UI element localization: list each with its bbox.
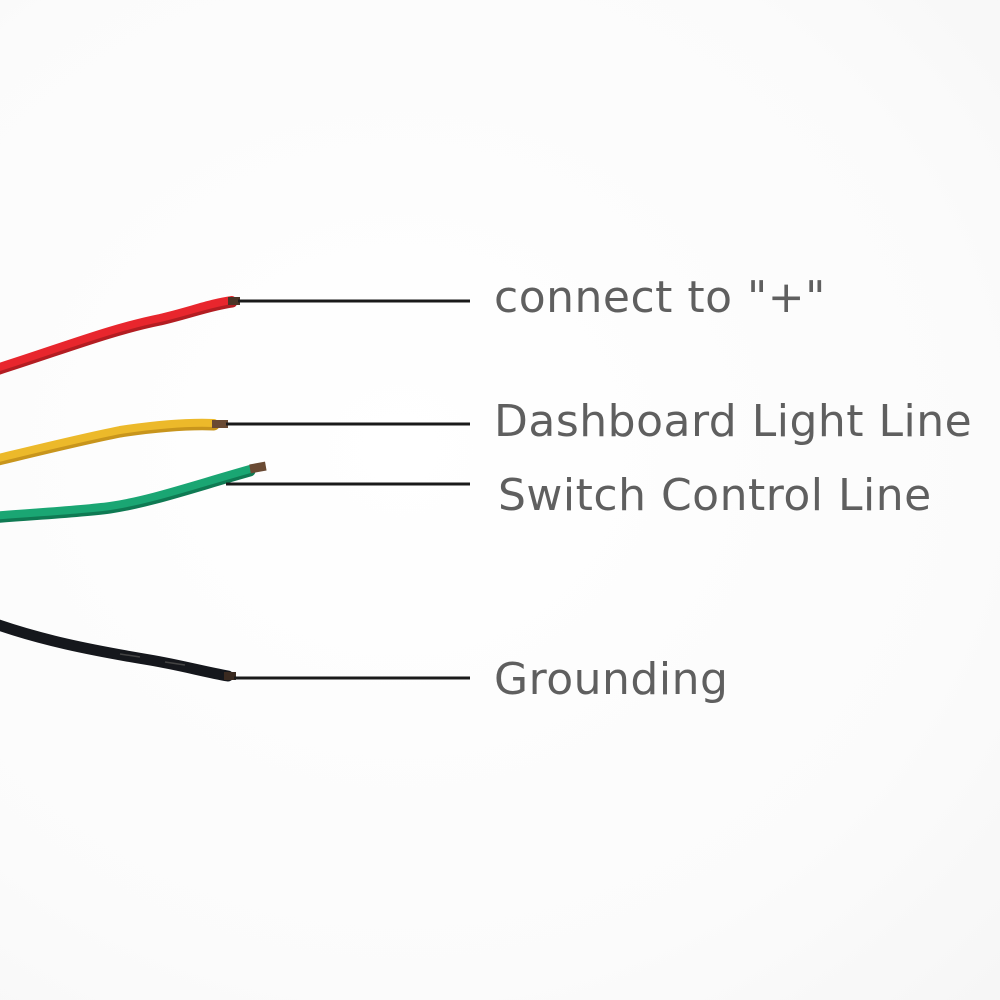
label-positive: connect to "+" <box>494 272 826 323</box>
yellow-wire-tip <box>212 420 228 428</box>
label-dashboard-light-line: Dashboard Light Line <box>494 396 973 447</box>
black-wire <box>0 619 236 682</box>
label-switch-control-line: Switch Control Line <box>498 470 932 521</box>
red-wire <box>0 296 240 375</box>
label-grounding: Grounding <box>494 654 729 705</box>
green-wire <box>0 461 267 523</box>
black-wire-tip <box>224 672 236 680</box>
green-wire-tip <box>249 461 267 474</box>
red-wire-tip <box>228 297 240 305</box>
yellow-wire <box>0 418 228 466</box>
